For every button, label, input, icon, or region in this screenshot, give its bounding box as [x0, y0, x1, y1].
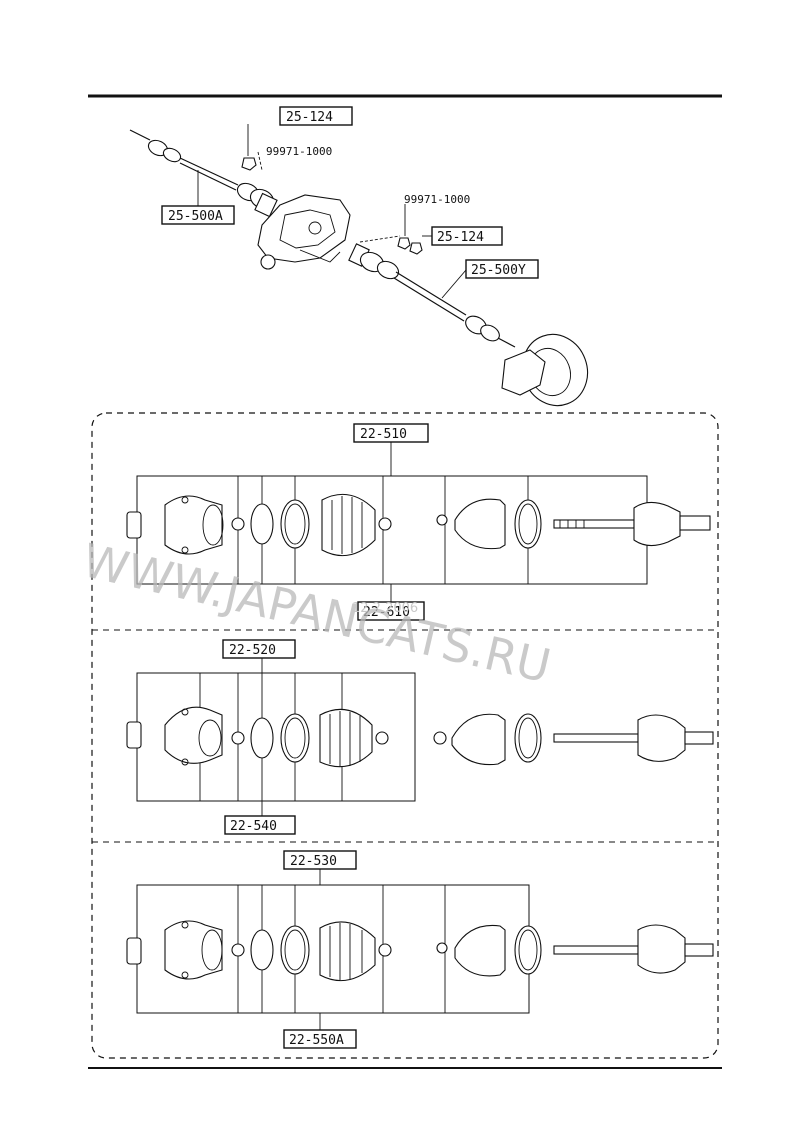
g1-outer-joint — [164, 495, 223, 555]
g3-plug — [126, 937, 142, 965]
label-22-510: 22-510 — [360, 427, 407, 442]
watermark-small: 12 2 2006 — [352, 601, 418, 616]
g3-inner-joint — [637, 924, 686, 974]
g2-washer — [250, 717, 274, 759]
label-box-22-540 — [224, 815, 296, 835]
g2-boot-2 — [451, 713, 506, 766]
dashed-frame — [91, 412, 719, 1059]
right-nut-a — [397, 237, 411, 250]
g2-plug — [126, 721, 142, 749]
g3-shaft — [553, 945, 639, 955]
label-box-22-520 — [222, 639, 296, 659]
label-25-124-right: 25-124 — [437, 230, 484, 245]
g3-boot-2 — [454, 924, 506, 977]
left-nut — [241, 157, 257, 171]
label-22-550a: 22-550A — [289, 1033, 344, 1048]
label-box-22-530 — [283, 850, 357, 870]
label-25-124-left: 25-124 — [286, 110, 333, 125]
label-25-500y: 25-500Y — [471, 263, 526, 278]
label-99971-left: 99971-1000 — [266, 145, 332, 158]
g2-boot-1 — [319, 708, 373, 768]
label-22-530: 22-530 — [290, 854, 337, 869]
group-2: 22-520 22-540 — [126, 639, 714, 835]
right-nut-b — [409, 242, 423, 255]
right-drive-shaft — [348, 243, 516, 348]
label-box-25-124-left — [279, 106, 353, 126]
label-box-22-510 — [353, 423, 429, 443]
differential-housing — [257, 194, 351, 270]
g1-boot-1 — [321, 493, 376, 557]
label-22-610: 22-610 — [363, 605, 410, 620]
g3-outer-joint — [164, 920, 223, 980]
top-assembly: 25-124 99971-1000 25-500A 99971-1000 25-… — [129, 106, 589, 407]
g1-boot-2 — [454, 498, 506, 550]
g1-band-1 — [280, 499, 310, 549]
label-box-25-500a — [161, 205, 235, 225]
g3-band-1 — [280, 925, 310, 975]
g2-outer-joint — [164, 706, 223, 764]
group-3: 22-530 22-550A — [126, 850, 714, 1049]
g1-shaft — [553, 519, 635, 529]
g1-washer — [250, 503, 274, 545]
label-box-22-550a — [283, 1029, 357, 1049]
g2-band-1 — [280, 713, 310, 763]
label-box-25-500y — [465, 259, 539, 279]
group-1: 22-510 22-610 — [126, 423, 711, 621]
left-drive-shaft — [129, 129, 278, 218]
g2-shaft — [553, 733, 639, 743]
g1-band-2 — [514, 499, 542, 549]
label-25-500a: 25-500A — [168, 209, 223, 224]
label-box-25-124-right — [431, 226, 503, 246]
g3-boot-1 — [319, 921, 376, 982]
label-22-540: 22-540 — [230, 819, 277, 834]
g3-band-2 — [514, 925, 542, 975]
label-22-520: 22-520 — [229, 643, 276, 658]
label-99971-right: 99971-1000 — [404, 193, 470, 206]
g3-washer — [250, 929, 274, 971]
g1-plug — [126, 511, 142, 539]
g2-band-2 — [514, 713, 542, 763]
watermark: WWW.JAPANCATS.RU — [78, 533, 556, 693]
hub-backing-plate — [501, 333, 589, 407]
g2-inner-joint — [637, 714, 686, 762]
label-box-22-610 — [357, 601, 425, 621]
g1-inner-joint — [633, 501, 681, 547]
